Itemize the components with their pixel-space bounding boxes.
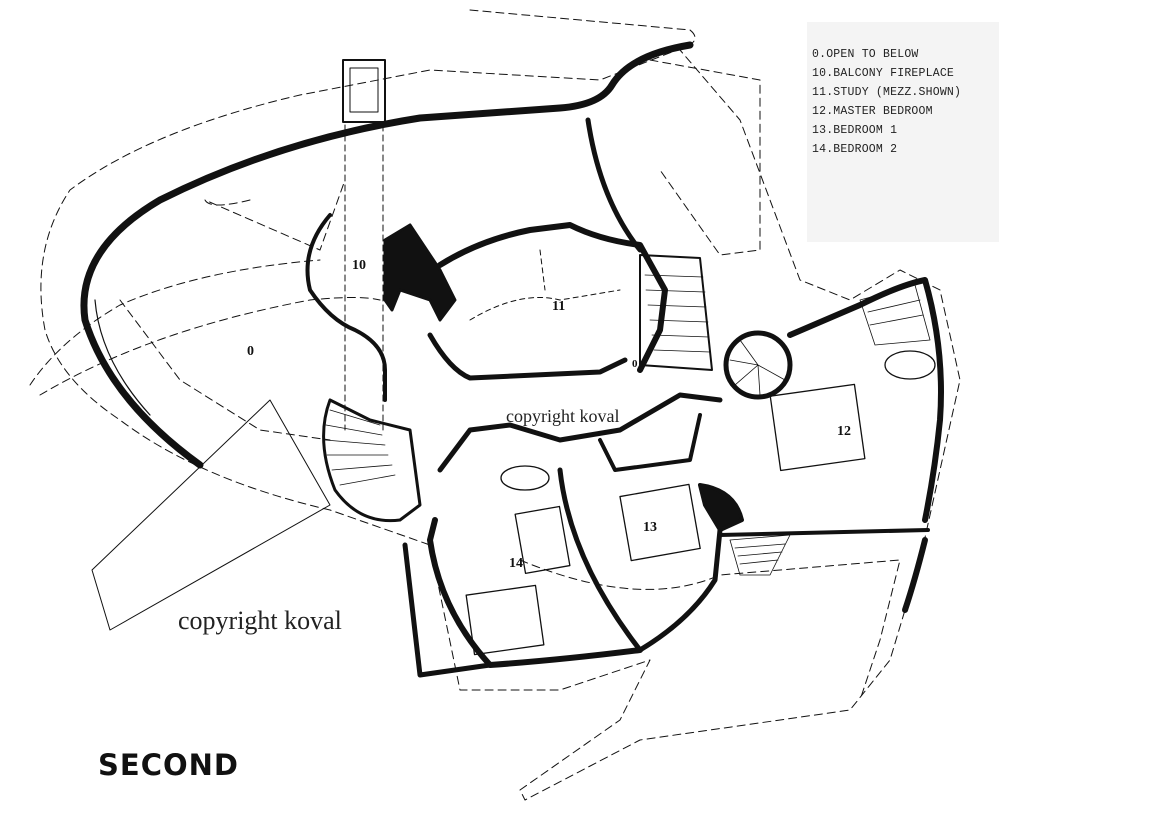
north-arc-wall (80, 41, 694, 469)
bedroom-14-desk (514, 505, 571, 575)
study-stair (639, 254, 713, 371)
legend-item-13: 13.BEDROOM 1 (812, 124, 898, 137)
bath-tub (500, 465, 550, 491)
master-bedroom-wall (787, 277, 944, 523)
room-label-0-large: 0 (247, 344, 254, 359)
plan-title: SECOND (98, 748, 239, 782)
bedroom-14-wall (427, 517, 643, 668)
master-closet-hatch (859, 284, 931, 346)
bedroom-14-bed (465, 584, 545, 656)
bridge-dashed (344, 124, 384, 431)
west-stair (322, 398, 422, 523)
legend-item-14: 14.BEDROOM 2 (812, 143, 898, 156)
master-bedroom-east (902, 537, 928, 613)
west-window-band (94, 299, 151, 416)
room-label-10: 10 (352, 258, 366, 273)
room-label-14: 14 (509, 556, 523, 571)
room-label-0-small: 0 (632, 358, 638, 370)
west-stair-treads (324, 409, 396, 486)
bedroom-14-west (402, 542, 493, 678)
chimney-inner (349, 67, 379, 113)
legend-item-11: 11.STUDY (MEZZ.SHOWN) (812, 86, 962, 99)
site-outline-dashed (29, 259, 321, 386)
bedroom-13-closet (698, 483, 744, 532)
balcony-wall (305, 213, 387, 402)
east-thin-wall (585, 117, 643, 253)
room-label-13: 13 (643, 520, 657, 535)
legend-item-0: 0.OPEN TO BELOW (812, 48, 919, 61)
master-tub (884, 350, 936, 380)
legend-item-10: 10.BALCONY FIREPLACE (812, 67, 955, 80)
legend-item-12: 12.MASTER BEDROOM (812, 105, 933, 118)
spiral-stair-treads (729, 339, 786, 396)
study-dashed (469, 249, 621, 321)
watermark-lower: copyright koval (178, 606, 342, 635)
bedroom-13-bed (619, 483, 701, 562)
spiral-stair (723, 330, 793, 400)
master-bedroom-south (718, 528, 930, 537)
bedroom-13-wall (557, 467, 723, 653)
room-label-11: 11 (552, 299, 566, 314)
south-stair (729, 534, 791, 576)
chimney-top (342, 59, 386, 123)
corridor-wall-2 (598, 413, 702, 472)
master-bed (769, 383, 866, 472)
corridor-wall (437, 392, 723, 473)
watermark-center: copyright koval (506, 406, 620, 426)
fireplace-mass (383, 223, 457, 322)
room-label-12: 12 (837, 424, 851, 439)
site-outline-dashed (649, 59, 761, 256)
site-outline-dashed (519, 559, 901, 701)
study-wall (437, 222, 668, 373)
site-outline-dashed (204, 179, 346, 251)
study-wall-south (427, 332, 628, 381)
southwest-terrace (91, 399, 331, 631)
site-outline-dashed (40, 9, 961, 801)
legend-box (807, 22, 999, 242)
site-outline-dashed (119, 299, 331, 441)
site-outline-dashed (39, 297, 381, 396)
